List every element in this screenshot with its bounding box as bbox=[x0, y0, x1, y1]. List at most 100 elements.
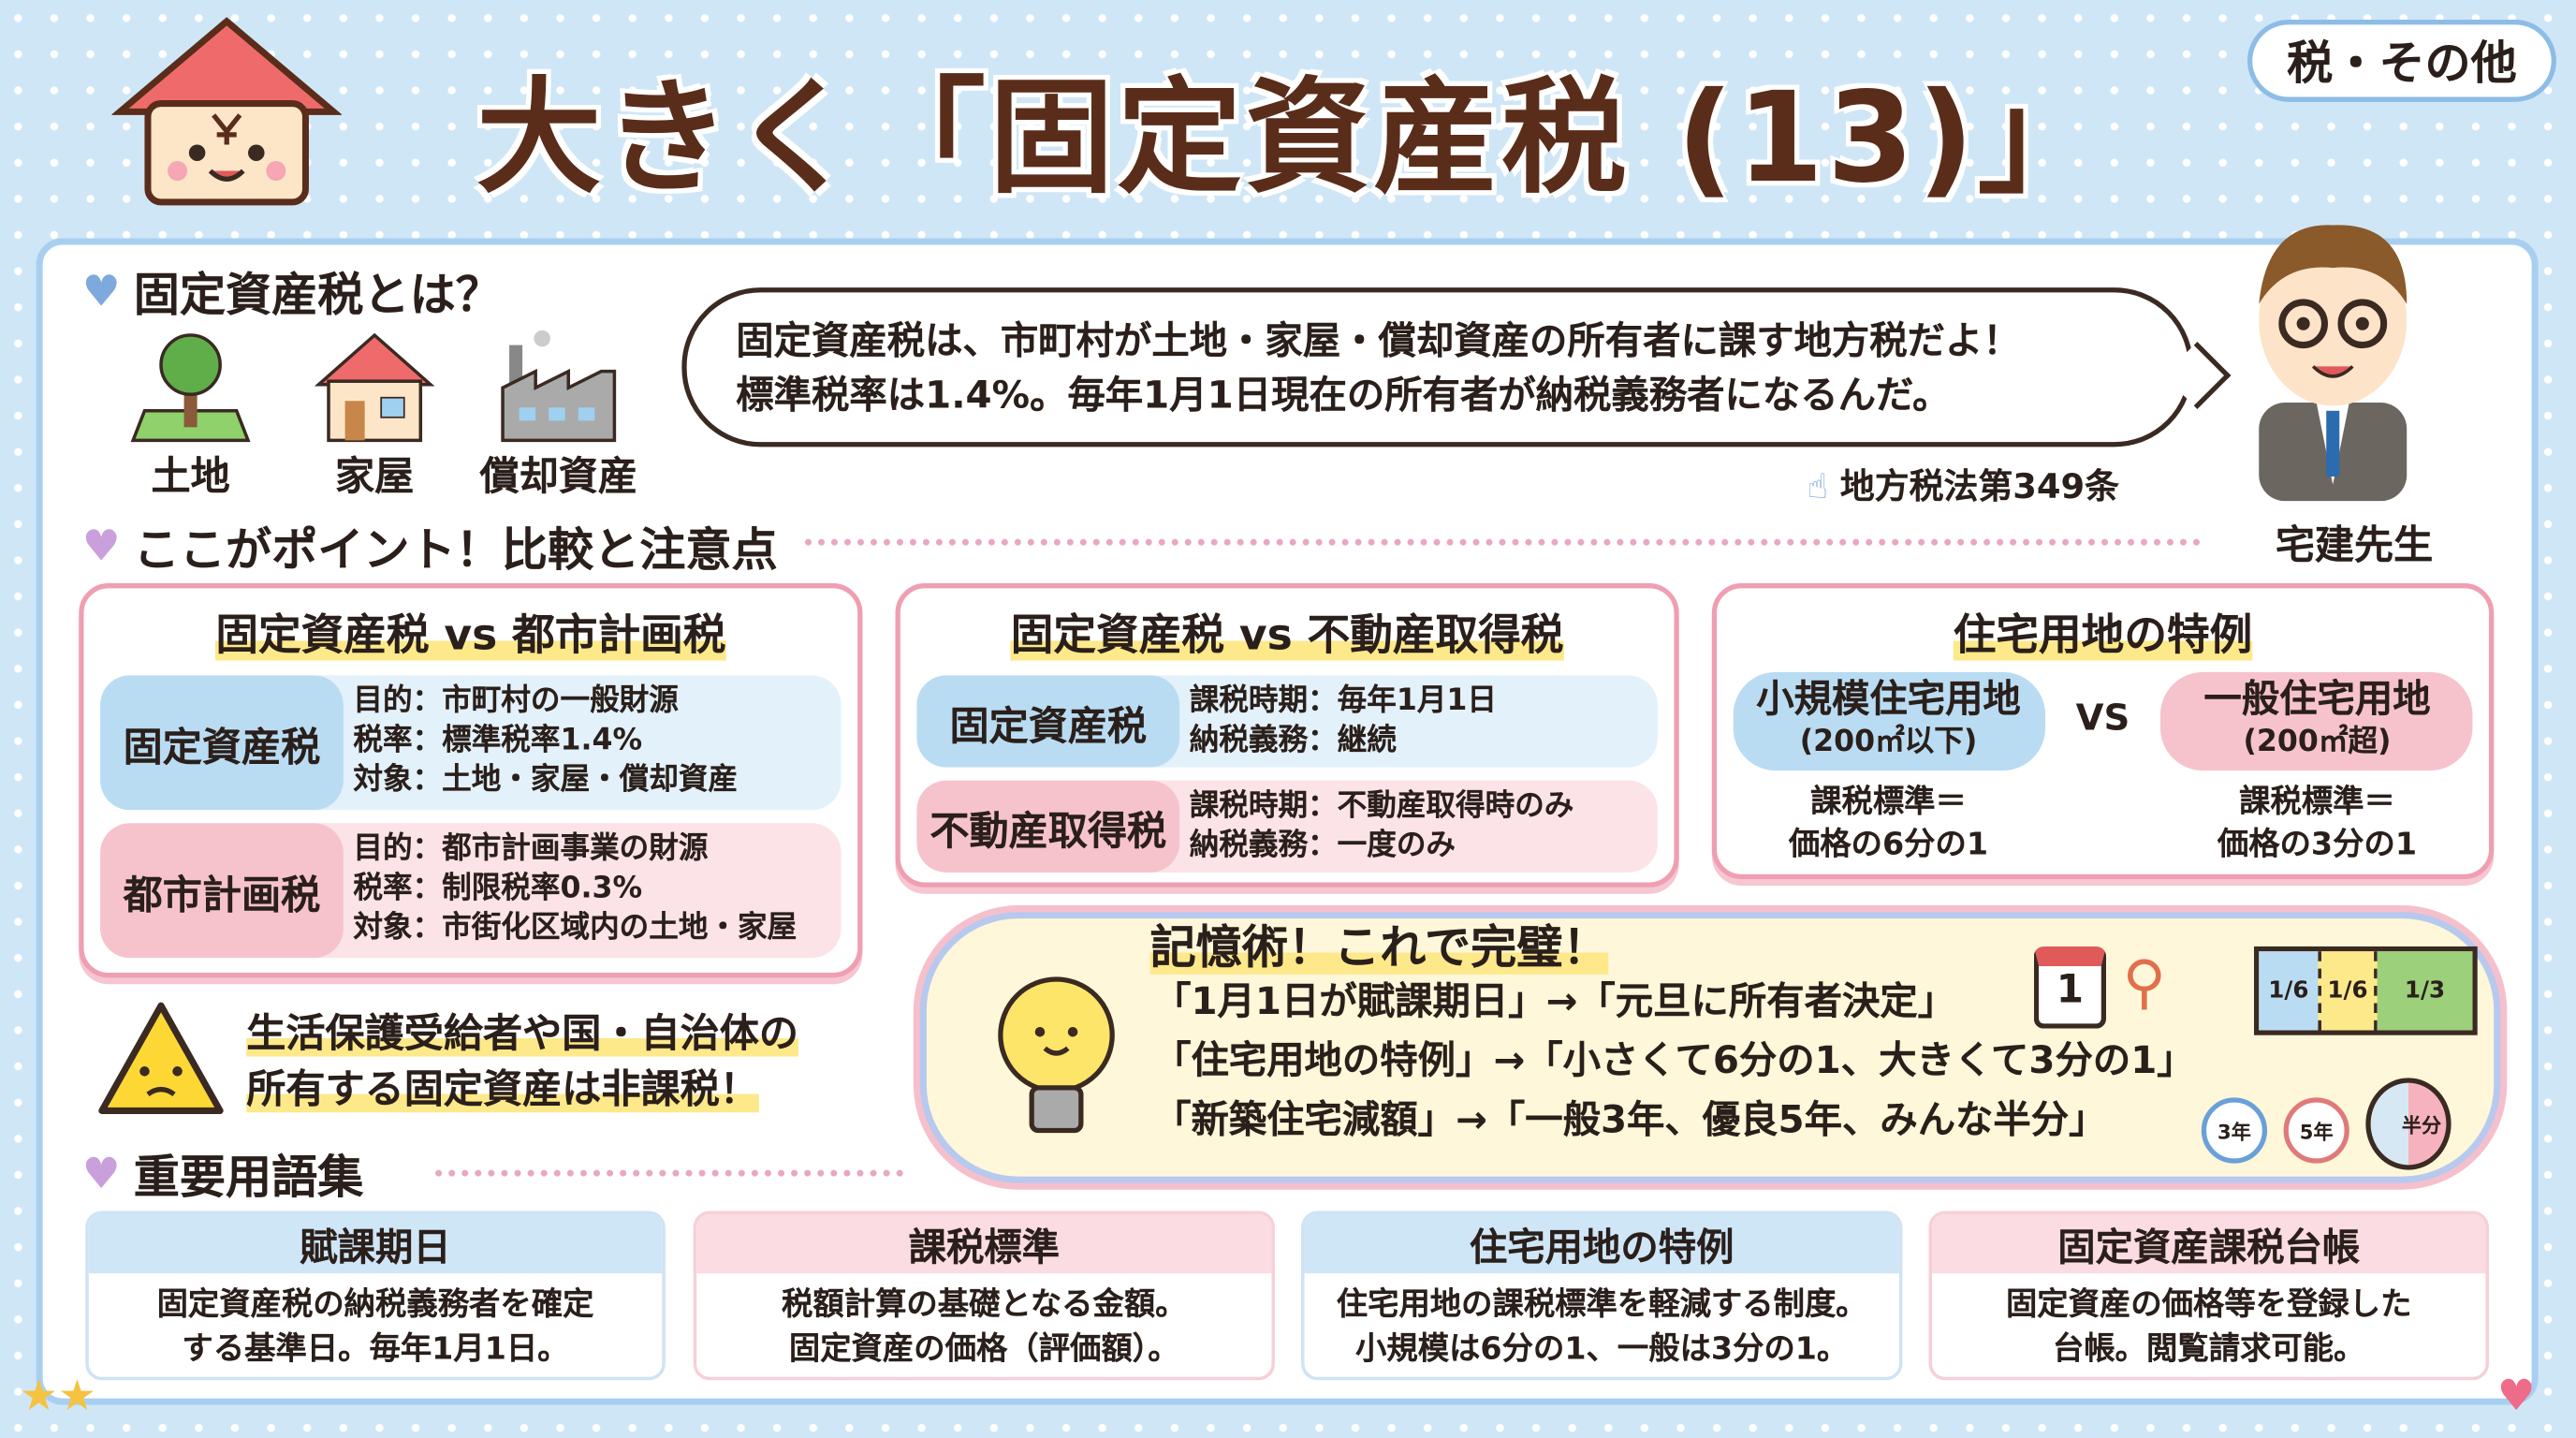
row-detail: 税率：標準税率1.4% bbox=[353, 723, 643, 758]
warning-line: 所有する固定資産は非課税！ bbox=[246, 1066, 759, 1113]
general-residential: 一般住宅用地(200㎡超) 課税標準＝ 価格の3分の1 bbox=[2160, 671, 2474, 866]
tree-icon bbox=[130, 333, 251, 443]
calendar-day: 1 bbox=[2056, 965, 2085, 1013]
bubble-line: 標準税率は1.4%。毎年1月1日現在の所有者が納税義務者になるんだ。 bbox=[736, 374, 1951, 418]
law-text: 地方税法第349条 bbox=[1839, 466, 2119, 506]
row-fixed-asset-tax: 固定資産税目的：市町村の一般財源税率：標準税率1.4%対象：土地・家屋・償却資産 bbox=[100, 675, 842, 811]
standard-text: 課税標準＝ bbox=[2239, 784, 2395, 820]
standard-value: 価格の3分の1 bbox=[2217, 826, 2418, 863]
row-detail: 目的：都市計画事業の財源 bbox=[353, 831, 709, 866]
house-mascot-icon bbox=[110, 13, 343, 217]
asset-house: 家屋 bbox=[292, 329, 457, 501]
row-detail: 目的：市町村の一般財源 bbox=[353, 683, 679, 718]
asset-label: 土地 bbox=[151, 453, 230, 500]
vs-label: VS bbox=[2075, 697, 2130, 740]
asset-label: 償却資産 bbox=[479, 453, 637, 500]
divider bbox=[435, 1169, 904, 1177]
term-desc: 固定資産税の納税義務者を確定 bbox=[156, 1286, 594, 1323]
term-title: 賦課期日 bbox=[88, 1214, 663, 1274]
section-heading-points: ♥ここがポイント！比較と注意点 bbox=[82, 514, 778, 580]
memory-line: 「住宅用地の特例」→「小さくて6分の1、大きくて3分の1」 bbox=[1153, 1039, 2195, 1083]
row-detail: 課税時期：毎年1月1日 bbox=[1189, 683, 1498, 718]
asset-land: 土地 bbox=[109, 329, 273, 501]
card-title: 住宅用地の特例 bbox=[1953, 610, 2253, 661]
house-icon bbox=[314, 332, 435, 443]
land-type: 小規模住宅用地 bbox=[1756, 678, 2021, 722]
teacher-avatar bbox=[2234, 205, 2432, 507]
row-label: 固定資産税 bbox=[916, 675, 1180, 768]
section-heading-glossary: ♥重要用語集 bbox=[82, 1142, 364, 1208]
card-fixed-vs-acquisition: 固定資産税 vs 不動産取得税 固定資産税課税時期：毎年1月1日納税義務：継続 … bbox=[895, 583, 1679, 888]
standard-value: 価格の6分の1 bbox=[1788, 826, 1989, 863]
term-desc: 住宅用地の課税標準を軽減する制度。 bbox=[1336, 1286, 1867, 1323]
heading-text: ここがポイント！比較と注意点 bbox=[133, 522, 778, 578]
asset-icons: 土地 家屋 償却資産 bbox=[109, 329, 641, 501]
term-title: 課税標準 bbox=[696, 1214, 1272, 1274]
clock-label: 5年 bbox=[2299, 1120, 2334, 1143]
land-fraction-diagram: 1/6 1/6 1/3 bbox=[2253, 946, 2478, 1035]
card-residential-land-exception: 住宅用地の特例 小規模住宅用地(200㎡以下) 課税標準＝ 価格の6分の1 VS 一… bbox=[1711, 583, 2495, 879]
divider bbox=[804, 538, 2202, 546]
section-heading-intro: ♥固定資産税とは？ bbox=[82, 259, 502, 325]
term-desc: する基準日。毎年1月1日。 bbox=[182, 1330, 569, 1368]
half-label: 半分 bbox=[2401, 1113, 2442, 1137]
clock-3-years-icon: 3年 bbox=[2201, 1097, 2268, 1164]
law-reference: ☝ 地方税法第349条 bbox=[1808, 460, 2119, 509]
memory-title-text: 記憶術！これで完璧！ bbox=[1149, 919, 1609, 975]
fraction-label: 1/3 bbox=[2377, 951, 2473, 1031]
teacher-label: 宅建先生 bbox=[2275, 522, 2434, 569]
stamp-icon: ⚲ bbox=[2122, 949, 2166, 1018]
memory-lines: 「1月1日が賦課期日」→「元旦に所有者決定」 「住宅用地の特例」→「小さくて6分… bbox=[1153, 973, 2195, 1151]
term-card: 住宅用地の特例住宅用地の課税標準を軽減する制度。小規模は6分の1、一般は3分の1… bbox=[1301, 1211, 1903, 1381]
page-title: 大きく「固定資産税 (13)」 bbox=[476, 64, 2106, 211]
land-type: 一般住宅用地 bbox=[2203, 678, 2431, 722]
memory-line: 「1月1日が賦課期日」→「元旦に所有者決定」 bbox=[1153, 980, 1956, 1024]
clock-label: 3年 bbox=[2217, 1120, 2251, 1143]
land-condition: (200㎡以下) bbox=[1799, 724, 1978, 759]
term-title: 住宅用地の特例 bbox=[1304, 1214, 1899, 1274]
row-detail: 課税時期：不動産取得時のみ bbox=[1189, 788, 1574, 824]
row-label: 固定資産税 bbox=[100, 675, 344, 811]
category-badge: 税・その他 bbox=[2247, 20, 2556, 102]
lightbulb-mascot-icon bbox=[983, 970, 1131, 1157]
heart-icon: ♥ bbox=[81, 1150, 121, 1200]
half-circle-icon: 半分 bbox=[2365, 1078, 2452, 1170]
pointer-icon: ☝ bbox=[1807, 466, 1829, 506]
heart-icon: ♥ bbox=[81, 522, 121, 572]
row-fixed-asset-tax: 固定資産税課税時期：毎年1月1日納税義務：継続 bbox=[916, 675, 1658, 768]
card-fixed-vs-city-planning: 固定資産税 vs 都市計画税 固定資産税目的：市町村の一般財源税率：標準税率1.… bbox=[79, 583, 863, 978]
warning-note: 生活保護受給者や国・自治体の所有する固定資産は非課税！ bbox=[246, 1005, 798, 1117]
heading-text: 固定資産税とは？ bbox=[133, 268, 502, 322]
term-card: 課税標準税額計算の基礎となる金額。固定資産の価格（評価額）。 bbox=[693, 1211, 1275, 1381]
row-city-planning-tax: 都市計画税目的：都市計画事業の財源税率：制限税率0.3% 対象：市街化区域内の土地… bbox=[100, 823, 842, 959]
calendar-icon: 1 bbox=[2033, 946, 2107, 1029]
row-detail: 納税義務：継続 bbox=[1189, 723, 1397, 758]
standard-text: 課税標準＝ bbox=[1810, 784, 1967, 820]
term-desc: 固定資産の価格（評価額）。 bbox=[788, 1330, 1179, 1368]
row-label: 都市計画税 bbox=[100, 823, 344, 959]
warning-icon bbox=[95, 999, 227, 1123]
fraction-label: 1/6 bbox=[2318, 951, 2378, 1031]
term-title: 固定資産課税台帳 bbox=[1931, 1214, 2486, 1274]
card-title: 固定資産税 vs 都市計画税 bbox=[215, 610, 726, 661]
memory-title: 記憶術！これで完璧！ bbox=[1149, 912, 1609, 977]
term-card: 賦課期日固定資産税の納税義務者を確定する基準日。毎年1月1日。 bbox=[85, 1211, 666, 1381]
heading-text: 重要用語集 bbox=[133, 1150, 364, 1205]
term-desc: 小規模は6分の1、一般は3分の1。 bbox=[1355, 1330, 1849, 1368]
star-icon: ★★ bbox=[20, 1372, 96, 1422]
memory-line: 「新築住宅減額」→「一般3年、優良5年、みんな半分」 bbox=[1153, 1099, 2107, 1142]
row-detail: 税率：制限税率0.3% bbox=[353, 871, 643, 906]
land-condition: (200㎡超) bbox=[2243, 724, 2392, 759]
small-residential: 小規模住宅用地(200㎡以下) 課税標準＝ 価格の6分の1 bbox=[1732, 671, 2045, 866]
card-title: 固定資産税 vs 不動産取得税 bbox=[1010, 610, 1564, 661]
term-desc: 固定資産の価格等を登録した bbox=[2005, 1286, 2412, 1323]
clock-5-years-icon: 5年 bbox=[2283, 1097, 2349, 1164]
row-acquisition-tax: 不動産取得税課税時期：不動産取得時のみ納税義務：一度のみ bbox=[916, 780, 1658, 873]
row-detail: 対象：市街化区域内の土地・家屋 bbox=[353, 910, 798, 946]
row-detail: 納税義務：一度のみ bbox=[1189, 828, 1456, 863]
asset-depreciable: 償却資産 bbox=[476, 329, 641, 501]
bubble-line: 固定資産税は、市町村が土地・家屋・償却資産の所有者に課す地方税だよ！ bbox=[736, 320, 2021, 363]
factory-icon bbox=[501, 330, 617, 443]
speech-bubble: 固定資産税は、市町村が土地・家屋・償却資産の所有者に課す地方税だよ！ 標準税率は1… bbox=[681, 287, 2194, 448]
